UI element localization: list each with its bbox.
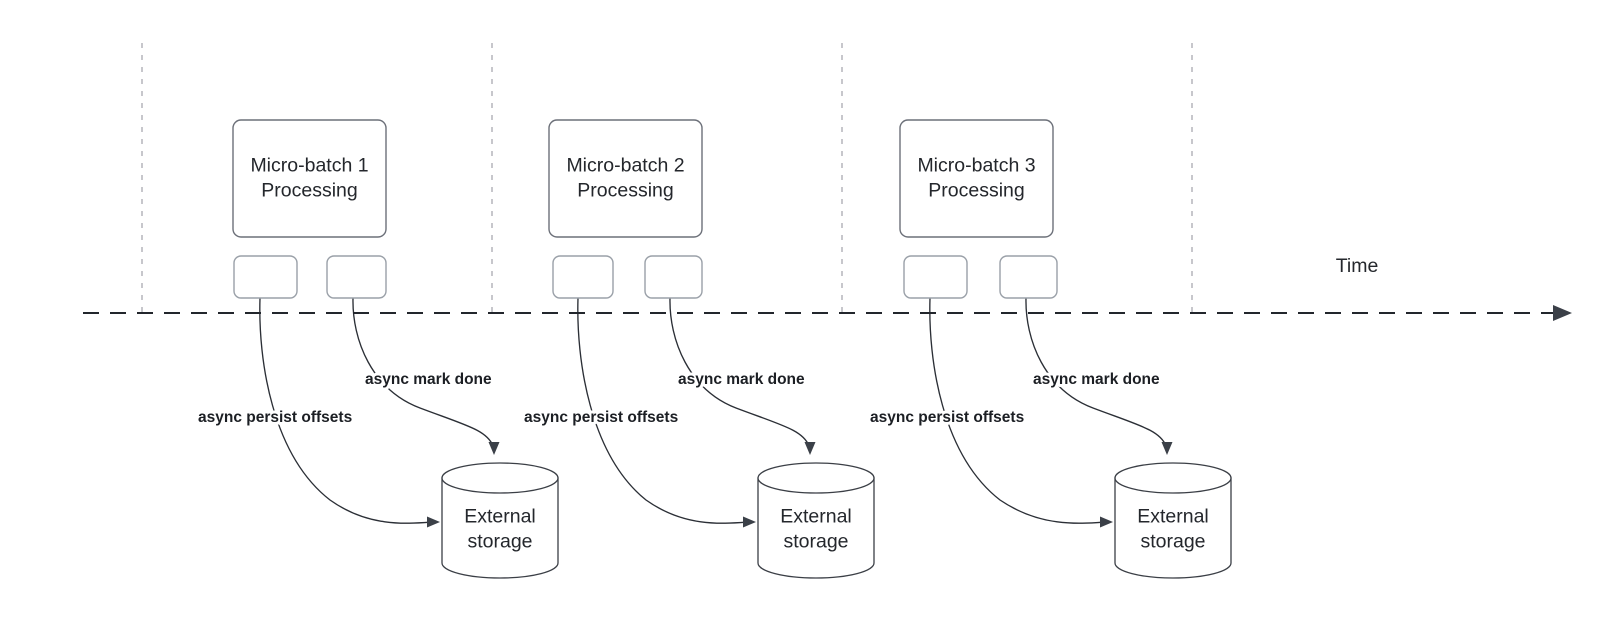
- edge-label-halo-async-mark-done-1: async mark done: [365, 371, 492, 388]
- batch-box-3[interactable]: [899, 119, 1054, 238]
- arrowhead-async-mark-done-1: [488, 442, 500, 455]
- storage-cylinder-body-3[interactable]: [1114, 477, 1232, 579]
- mini-box-persist-offsets-task-1[interactable]: [233, 255, 298, 299]
- batch-label-line1-2: Micro-batch 2: [566, 155, 684, 177]
- storage-cylinder-body-1[interactable]: [441, 477, 559, 579]
- batch-label-line1-1: Micro-batch 1: [250, 155, 368, 177]
- edge-label-halo-async-mark-done-2: async mark done: [678, 371, 805, 388]
- storage-label-line2-1: storage: [467, 531, 532, 553]
- storage-cylinder-body-2[interactable]: [757, 477, 875, 579]
- batch-label-line2-2: Processing: [577, 180, 673, 202]
- storage-cylinder-top-3: [1114, 462, 1232, 494]
- arrowhead-async-persist-offsets-3: [1100, 516, 1113, 528]
- edge-labels-layer: async persist offsets async persist offse…: [195, 368, 1163, 429]
- storage-label-line1-3: External: [1137, 506, 1209, 528]
- curve-async-mark-done-3: [1025, 297, 1167, 447]
- edge-label-halo-async-persist-offsets-1: async persist offsets: [198, 409, 352, 426]
- batch-label-line2-3: Processing: [928, 180, 1024, 202]
- batch-box-1[interactable]: [232, 119, 387, 238]
- time-axis-label: Time: [1336, 255, 1379, 277]
- curve-async-persist-offsets-1: [259, 297, 433, 524]
- guide-lines-layer: [141, 43, 1193, 313]
- mini-box-mark-done-task-2[interactable]: [644, 255, 703, 299]
- edge-label-async-persist-offsets-1: async persist offsets: [198, 409, 352, 426]
- curve-async-mark-done-2: [669, 297, 810, 447]
- curve-async-persist-offsets-3: [929, 297, 1106, 524]
- mini-box-mark-done-task-1[interactable]: [326, 255, 387, 299]
- edge-label-async-mark-done-3: async mark done: [1033, 371, 1160, 388]
- mini-box-persist-offsets-task-2[interactable]: [552, 255, 614, 299]
- flow-curves-layer: [259, 297, 1173, 528]
- storage-label-line2-2: storage: [783, 531, 848, 553]
- batch-label-line2-1: Processing: [261, 180, 357, 202]
- edge-label-halo-async-mark-done-3: async mark done: [1033, 371, 1160, 388]
- arrowhead-async-persist-offsets-1: [427, 516, 440, 528]
- edge-label-async-mark-done-2: async mark done: [678, 371, 805, 388]
- timeline-layer: Time: [83, 255, 1572, 321]
- storage-cylinder-top-1: [441, 462, 559, 494]
- storage-label-line1-2: External: [780, 506, 852, 528]
- curve-async-mark-done-1: [352, 297, 494, 447]
- edge-label-halo-async-persist-offsets-2: async persist offsets: [524, 409, 678, 426]
- edge-label-async-mark-done-1: async mark done: [365, 371, 492, 388]
- batch-box-2[interactable]: [548, 119, 703, 238]
- edge-label-halo-async-persist-offsets-3: async persist offsets: [870, 409, 1024, 426]
- curve-async-persist-offsets-2: [577, 297, 749, 524]
- storage-label-line2-3: storage: [1140, 531, 1205, 553]
- time-axis-arrowhead: [1553, 305, 1572, 321]
- storage-cylinder-top-2: [757, 462, 875, 494]
- batch-label-line1-3: Micro-batch 3: [917, 155, 1035, 177]
- arrowhead-async-mark-done-2: [804, 442, 816, 455]
- arrowhead-async-persist-offsets-2: [743, 516, 756, 528]
- storage-label-line1-1: External: [464, 506, 536, 528]
- edge-label-async-persist-offsets-2: async persist offsets: [524, 409, 678, 426]
- mini-box-persist-offsets-task-3[interactable]: [903, 255, 968, 299]
- arrowhead-async-mark-done-3: [1161, 442, 1173, 455]
- edge-label-async-persist-offsets-3: async persist offsets: [870, 409, 1024, 426]
- mini-box-mark-done-task-3[interactable]: [999, 255, 1058, 299]
